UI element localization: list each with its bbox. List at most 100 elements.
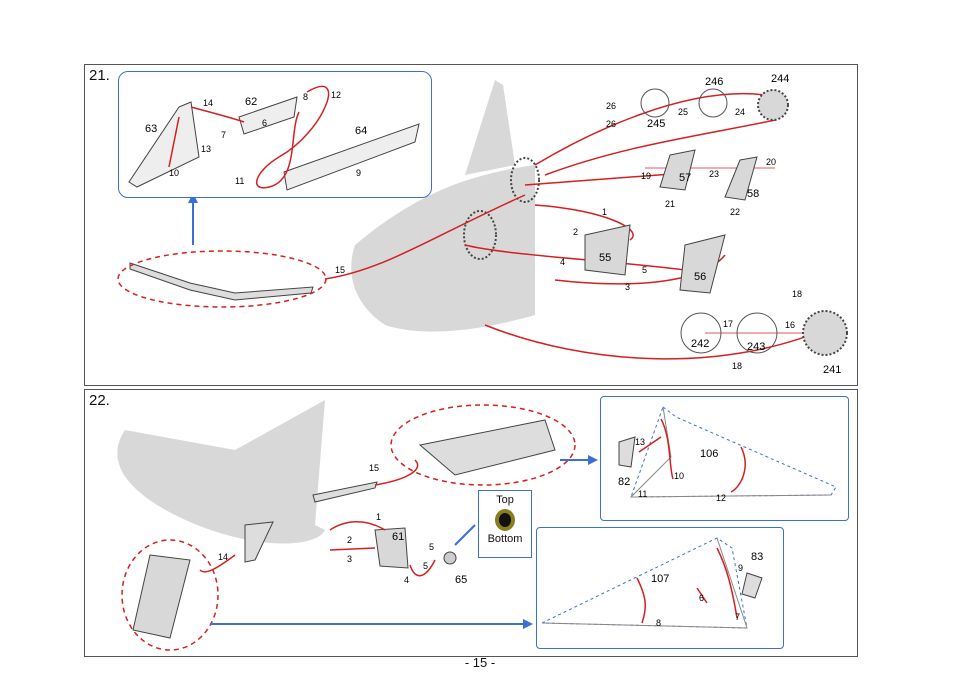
page-number: - 15 - (464, 655, 496, 670)
part-82 (618, 436, 636, 468)
cone-57 (659, 149, 696, 191)
step-21-panel: 21. (84, 64, 858, 386)
tip-65 (443, 551, 457, 565)
part-label: 64 (355, 125, 367, 137)
step-label: 15 (335, 265, 345, 275)
step-label: 24 (735, 107, 745, 117)
step-label: 10 (674, 471, 684, 481)
step-label: 26 (606, 101, 616, 111)
step-label: 11 (638, 489, 647, 499)
top-wing-part (418, 419, 556, 476)
step-label: 1 (376, 512, 381, 522)
disc-245 (640, 88, 670, 118)
step-label: 8 (303, 92, 308, 102)
wing-parts-inset: 63 62 64 14 8 12 7 6 13 10 11 9 (118, 71, 432, 198)
step-label: 6 (699, 593, 704, 603)
cone-56 (679, 234, 726, 294)
step-label: 3 (625, 282, 630, 292)
bottom-wing-highlight (121, 539, 219, 651)
part-107-inset: 107 83 9 6 7 8 (536, 527, 784, 649)
step-label: 2 (347, 535, 352, 545)
step-number: 21. (89, 67, 110, 84)
step-label: 1 (602, 207, 607, 217)
part-62 (238, 96, 298, 135)
step-label: 4 (404, 575, 409, 585)
step-label: 18 (732, 361, 742, 371)
step-label: 20 (766, 157, 776, 167)
part-64 (283, 123, 420, 191)
part-label: 243 (747, 341, 765, 353)
hole-icon (495, 509, 515, 531)
part-label: 82 (618, 476, 630, 488)
step-label: 13 (635, 437, 645, 447)
step-label: 19 (641, 171, 651, 181)
part-label: 241 (823, 364, 841, 376)
step-label: 10 (169, 168, 179, 178)
fuselage-rear-shape (117, 400, 325, 544)
part-label: 65 (455, 574, 467, 586)
small-fin-part (244, 521, 274, 563)
step-labels: 26 26 25 24 19 23 20 21 22 1 2 4 5 3 15 … (335, 101, 802, 371)
bottom-label: Bottom (487, 533, 523, 545)
part-label: 63 (145, 123, 157, 135)
bottom-wing-part (132, 554, 191, 639)
part-label: 107 (651, 573, 669, 585)
part-label: 106 (700, 448, 718, 460)
part-label: 57 (679, 172, 691, 184)
step-label: 2 (573, 227, 578, 237)
step-22-diagram: 61 65 15 1 2 3 5 5 4 14 (117, 400, 598, 651)
part-label: 246 (705, 76, 723, 88)
part-label: 56 (694, 271, 706, 283)
step-label: 23 (709, 169, 719, 179)
step-label: 8 (656, 618, 661, 628)
disc-246 (698, 88, 728, 118)
disc-241 (802, 310, 848, 356)
step-label: 18 (792, 289, 802, 299)
part-label: 58 (747, 188, 759, 200)
disc-242 (680, 312, 722, 354)
step-label: 15 (369, 463, 379, 473)
step-label: 5 (642, 265, 647, 275)
step-label: 25 (678, 107, 688, 117)
part-label: 61 (392, 531, 404, 543)
part-107-drawing: 107 83 9 6 7 8 (541, 537, 763, 629)
cone-61 (374, 527, 409, 569)
step-label: 4 (560, 257, 565, 267)
part-106-inset: 106 82 13 10 11 12 (600, 396, 849, 521)
cone-58 (724, 156, 758, 201)
step-label: 9 (356, 168, 361, 178)
step-label: 12 (716, 493, 726, 503)
step-label: 7 (221, 130, 226, 140)
step-label: 11 (235, 176, 244, 186)
part-label: 83 (751, 551, 763, 563)
step-label: 22 (730, 207, 740, 217)
part-label: 244 (771, 73, 789, 85)
top-bottom-inset: Top Bottom (478, 490, 532, 558)
stabilizer-strip (312, 481, 378, 503)
top-label: Top (496, 494, 514, 506)
part-label: 242 (691, 338, 709, 350)
step-label: 26 (606, 119, 616, 129)
tail-fin-shape (465, 80, 515, 175)
cone-55 (584, 224, 631, 276)
top-wing-highlight (390, 404, 576, 486)
wing-parts-drawing: 63 62 64 14 8 12 7 6 13 10 11 9 (128, 85, 420, 191)
fuselage-shape (351, 165, 535, 332)
part-label: 245 (647, 118, 665, 130)
part-106-drawing: 106 82 13 10 11 12 (618, 406, 837, 503)
rear-engine-ring (510, 157, 540, 203)
step-label: 5 (429, 542, 434, 552)
disc-243 (736, 312, 778, 354)
step-label: 6 (262, 118, 267, 128)
step-label: 21 (665, 199, 675, 209)
disc-244 (757, 89, 789, 121)
wing-highlight-ellipse (117, 250, 327, 308)
step-label: 17 (723, 319, 733, 329)
step-number: 22. (89, 392, 110, 409)
step-22-panel: 22. 61 65 15 1 2 3 (84, 389, 858, 657)
step-label: 12 (331, 90, 341, 100)
front-engine-ring (463, 210, 497, 260)
step-label: 5 (423, 561, 428, 571)
part-label: 55 (599, 252, 611, 264)
step-21-diagram: 244 246 245 57 58 55 56 242 243 241 26 2… (117, 73, 848, 376)
